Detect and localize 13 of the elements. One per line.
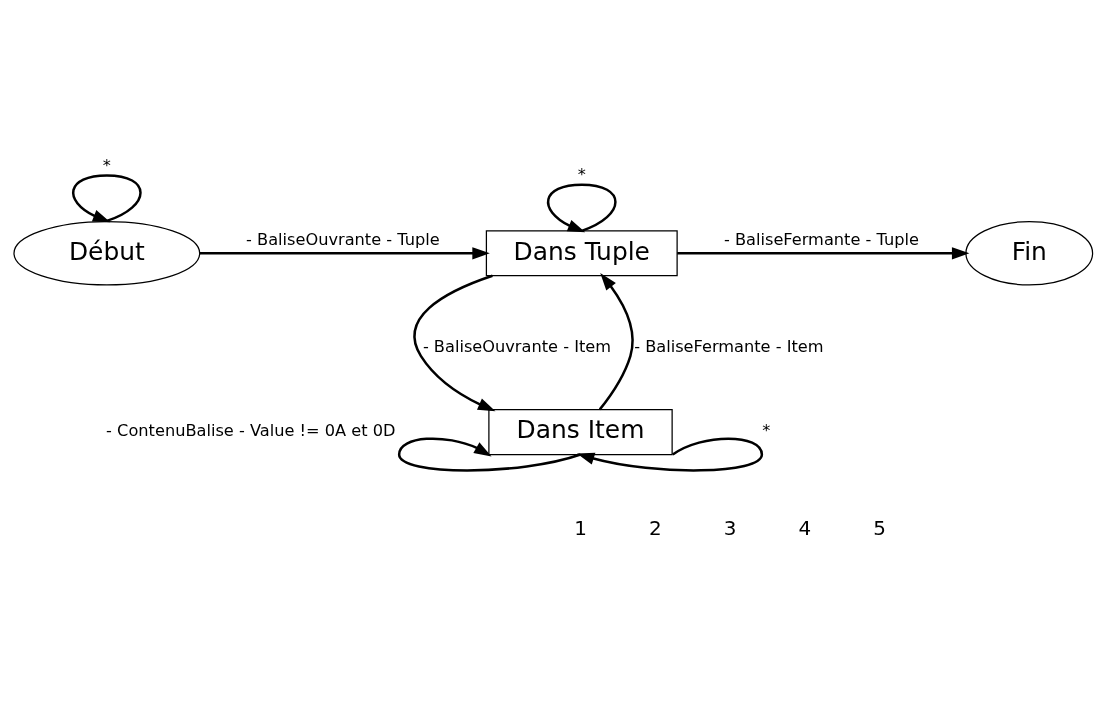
edge-label: - BaliseOuvrante - Tuple [246, 229, 440, 249]
edge-label: * [102, 155, 111, 175]
edge-label: - BaliseOuvrante - Item [422, 336, 611, 356]
label: 5 [873, 515, 887, 540]
label: 1 [574, 515, 587, 540]
label: 4 [798, 515, 812, 540]
label: 3 [723, 515, 737, 540]
edge-label: * [577, 164, 586, 184]
edge-label: - BaliseFermante - Item [634, 336, 824, 356]
label: 2 [648, 515, 662, 540]
edge-label: - ContenuBalise - Value != 0A et 0D [106, 420, 396, 440]
edge-label: - BaliseFermante - Tuple [723, 229, 919, 249]
edge-label: * [762, 420, 771, 440]
